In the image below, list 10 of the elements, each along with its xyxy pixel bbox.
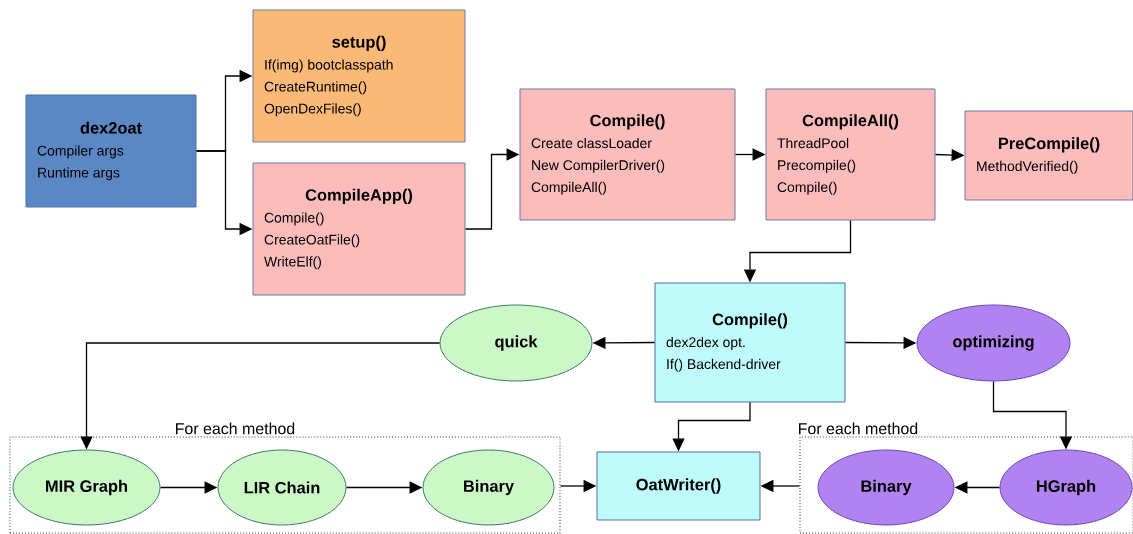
- process-box: OatWriter(): [596, 451, 761, 521]
- process-box: CompileApp() Compile() CreateOatFile() WriteElf(): [252, 162, 466, 296]
- process-box: CompileAll() ThreadPool Precompile() Compile(): [765, 88, 936, 221]
- node-label: For each method: [799, 422, 918, 435]
- node-label: For each method: [176, 422, 295, 435]
- process-box: Compile() Create classLoader New CompilerDriver() CompileAll(): [519, 88, 736, 221]
- process-box: PreCompile() MethodVerified(): [964, 110, 1133, 201]
- process-box: setup() If(img) bootclasspath CreateRuntime() OpenDexFiles(): [252, 9, 466, 143]
- process-box: dex2oat Compiler args Runtime args: [25, 94, 197, 208]
- process-box: Compile() dex2dex opt. If() Backend-driver: [654, 282, 846, 403]
